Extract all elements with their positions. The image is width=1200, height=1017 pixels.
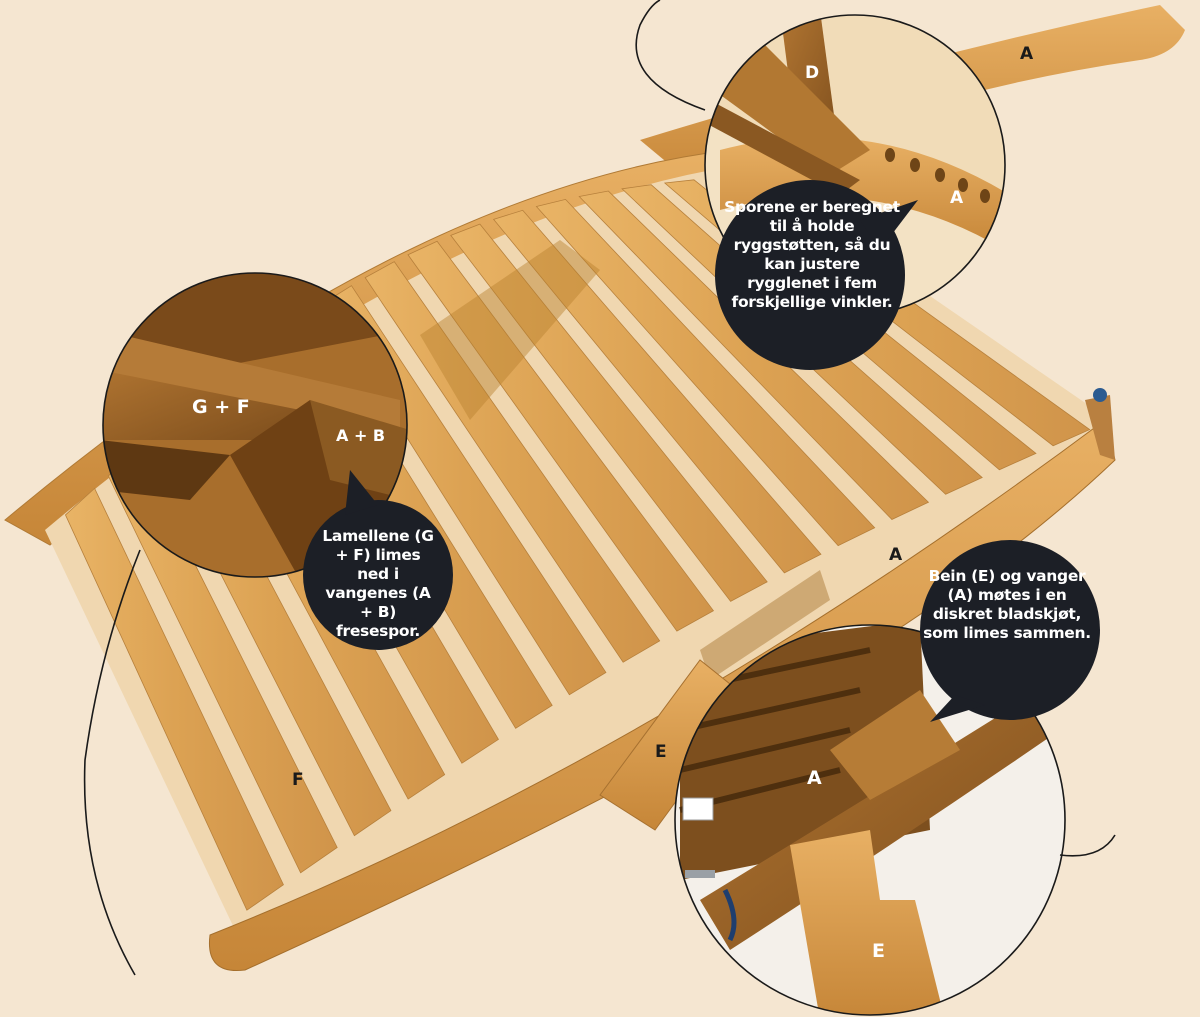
callout-bein-text: Bein (E) og vanger (A) møtes i en diskre… [923,567,1091,642]
slat [492,209,822,574]
label-e-zoom-joint: E [872,940,885,962]
zoom-circle-slat-groove [83,272,408,976]
slat [64,487,284,911]
label-a-zoom-joint: A [807,767,822,789]
label-f-slats: F [292,770,304,790]
slat [578,190,930,520]
slat [364,261,661,663]
ghost-structure [420,240,830,680]
callout-lamellene-text: Lamellene (G + F) limes ned i vangenes (… [322,527,434,640]
label-e-leg: E [655,742,667,762]
callout-bubble-sporene-shape [715,180,918,370]
slat [450,223,768,602]
callout-bubble-bein-shape [920,540,1100,722]
zoom-circle-leg-joint [674,624,1116,1016]
label-g-f: G + F [192,396,250,418]
slat [407,240,715,632]
label-a-zoom-slots: A [950,188,964,208]
callout-sporene-text: Sporene er beregnet til å holde ryggstøt… [724,198,900,311]
slat [535,198,876,547]
callout-bubble-lamellene-shape [303,470,453,650]
label-d-backrest: D [805,63,820,83]
label-a-b: A + B [336,426,386,445]
label-a-side-rail: A [889,545,903,565]
label-a-top-rail: A [1020,44,1034,64]
